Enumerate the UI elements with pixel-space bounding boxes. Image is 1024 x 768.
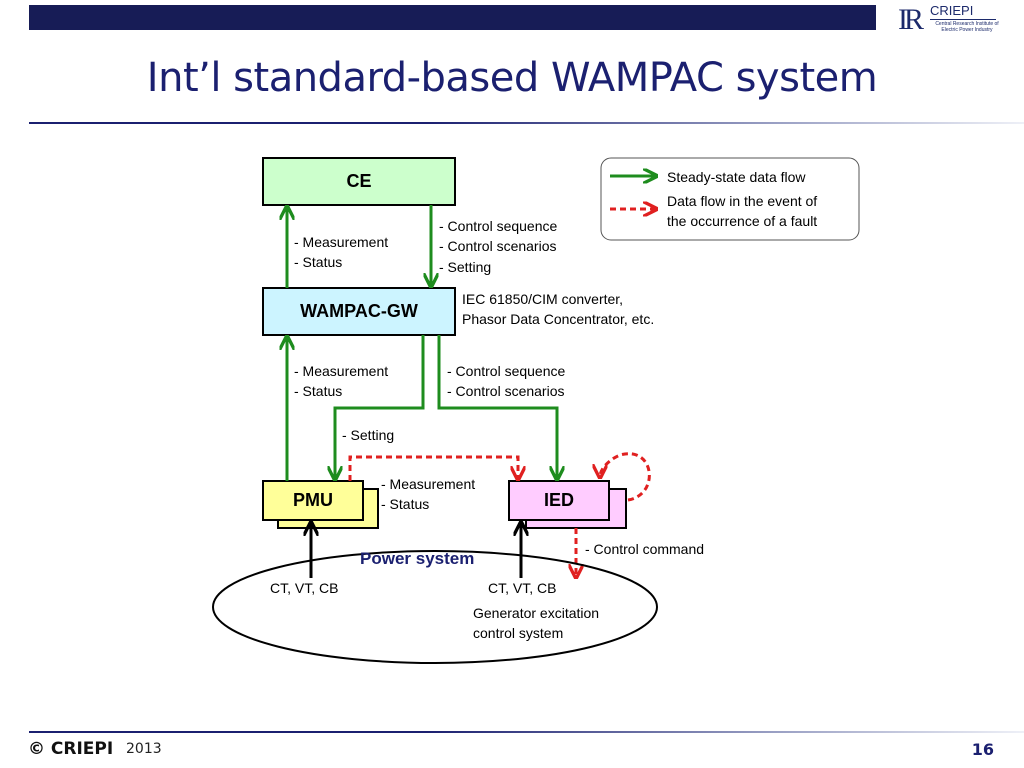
gw-description-2: Phasor Data Concentrator, etc.: [462, 311, 655, 327]
mid-measurement-label: - Measurement: [381, 476, 476, 492]
ce-box: [262, 157, 456, 206]
power-system-label: Power system: [360, 549, 475, 568]
legend-box: [600, 157, 860, 241]
gw-to-ied-arrow: [437, 335, 557, 478]
pmu-box: [262, 480, 364, 521]
pmu-label: PMU: [293, 490, 333, 510]
generator-excitation-label-1: Generator excitation: [473, 605, 600, 621]
mid-status-label: - Status: [381, 496, 430, 512]
pmu-to-ied-fault-arrow: [348, 455, 518, 481]
gw-to-pmu-arrow: [335, 335, 425, 478]
ce-up-measurement: - Measurement: [294, 234, 389, 250]
footer-year: 2013: [126, 741, 162, 757]
ce-down-control-scenarios: - Control scenarios: [439, 238, 557, 254]
legend-steady-label: Steady-state data flow: [667, 169, 806, 185]
ce-down-control-sequence: - Control sequence: [439, 218, 558, 234]
gw-label: WAMPAC-GW: [300, 301, 418, 321]
header-bar: [29, 5, 876, 30]
slide-title: Int’l standard-based WAMPAC system: [146, 55, 878, 101]
legend-fault-label-2: the occurrence of a fault: [667, 213, 818, 229]
gw-box: [262, 287, 456, 336]
logo-subtitle: Central Research Institute of Electric P…: [935, 21, 999, 33]
logo-divider: [930, 19, 996, 20]
footer-divider: [29, 731, 1024, 733]
ce-label: CE: [346, 171, 372, 191]
gw-up-measurement: - Measurement: [294, 363, 389, 379]
ct-vt-cb-left: CT, VT, CB: [270, 580, 339, 596]
title-divider: [29, 122, 1024, 124]
ied-box: [508, 480, 610, 521]
gw-down-control-sequence: - Control sequence: [447, 363, 566, 379]
ct-vt-cb-right: CT, VT, CB: [488, 580, 557, 596]
pmu-setting-label: - Setting: [342, 427, 395, 443]
generator-excitation-label-2: control system: [473, 625, 564, 641]
gw-description-1: IEC 61850/CIM converter,: [462, 291, 624, 307]
page-number: 16: [971, 740, 994, 759]
criepi-logo: IR CRIEPI Central Research Institute of …: [898, 3, 1008, 39]
control-command-label: - Control command: [585, 541, 705, 557]
footer-copyright: © CRIEPI: [28, 739, 114, 759]
logo-name: CRIEPI: [930, 3, 974, 18]
power-system-ellipse: [212, 550, 658, 664]
logo-mark: IR: [898, 3, 924, 36]
legend-fault-label-1: Data flow in the event of: [667, 193, 818, 209]
ce-up-status: - Status: [294, 254, 343, 270]
ied-label: IED: [543, 490, 574, 510]
ied-self-loop-arrow: [600, 452, 651, 502]
ce-down-setting: - Setting: [439, 259, 492, 275]
gw-down-control-scenarios: - Control scenarios: [447, 383, 565, 399]
gw-up-status: - Status: [294, 383, 343, 399]
